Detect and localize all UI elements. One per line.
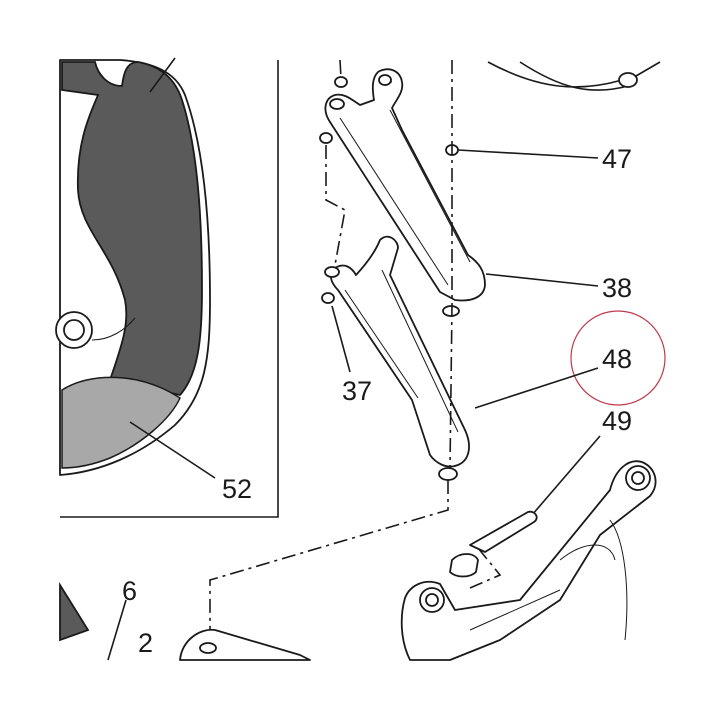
bottom-left-parts: 6 2 (59, 576, 311, 661)
clip-part (469, 510, 538, 553)
upper-arm-edge-2 (389, 109, 471, 263)
hub-inner (63, 319, 85, 341)
base-plate (179, 628, 311, 661)
upper-arm-edge-1 (339, 117, 449, 286)
callout-2: 2 (138, 628, 153, 658)
leader-6 (107, 599, 127, 661)
washer-top (334, 76, 348, 88)
frame-edge-3 (469, 589, 561, 631)
frame-pivot-left-inner (425, 593, 439, 607)
leader-38 (485, 273, 599, 287)
lower-assembly: 49 (400, 406, 657, 661)
lower-arm-body (329, 235, 470, 468)
clip-head (449, 553, 479, 578)
callouts-upper: 47 38 48 37 (331, 144, 666, 409)
cable-line-2 (519, 61, 629, 91)
leader-49 (531, 435, 601, 516)
dark-cover-panel (61, 61, 203, 396)
callout-6: 6 (122, 576, 137, 606)
upper-arm-body (324, 68, 486, 302)
leader-upper-cover (149, 57, 176, 93)
callout-52: 52 (222, 474, 252, 504)
frame-edge-2 (559, 544, 616, 561)
callout-49: 49 (602, 406, 632, 436)
lower-arm-pivot (324, 266, 340, 278)
callout-47: 47 (602, 144, 632, 174)
frame-pivot-right-inner (631, 471, 645, 485)
inset-frame (60, 60, 279, 518)
axis-vertical-right (449, 60, 453, 469)
axis-lower (209, 480, 449, 648)
assembly-axes (209, 59, 502, 648)
frame-body (400, 460, 657, 661)
inset-panel: 52 (55, 57, 279, 518)
leader-37 (331, 305, 351, 373)
callout-48: 48 (602, 344, 632, 374)
cable-connector (618, 72, 638, 88)
frame-edge-1 (609, 519, 628, 641)
hub-edge-line (91, 317, 136, 341)
lower-arm-part (324, 235, 470, 481)
washer-37 (321, 292, 335, 304)
washer-upper-left (319, 132, 333, 144)
wedge-part (59, 581, 90, 642)
callout-38: 38 (602, 273, 632, 303)
upper-arm-hole (378, 74, 392, 86)
light-cover-panel (61, 376, 181, 469)
base-plate-hole (199, 642, 217, 654)
leader-47 (457, 149, 599, 159)
lower-arm-foot (438, 467, 458, 481)
upper-arm-part (324, 61, 661, 317)
axis-clip (469, 547, 502, 589)
upper-arm-pivot (329, 98, 345, 110)
leader-48 (474, 367, 599, 409)
cable-line (487, 61, 623, 88)
axis-left (325, 145, 346, 266)
lower-arm-edge-1 (344, 289, 419, 399)
lower-arm-edge-2 (381, 269, 459, 433)
highlight-circle (570, 310, 666, 406)
cable-end (635, 61, 661, 77)
callout-37: 37 (342, 376, 372, 406)
upper-arm-foot (442, 305, 460, 317)
axis-top-left (339, 59, 342, 79)
leader-52 (129, 421, 216, 479)
